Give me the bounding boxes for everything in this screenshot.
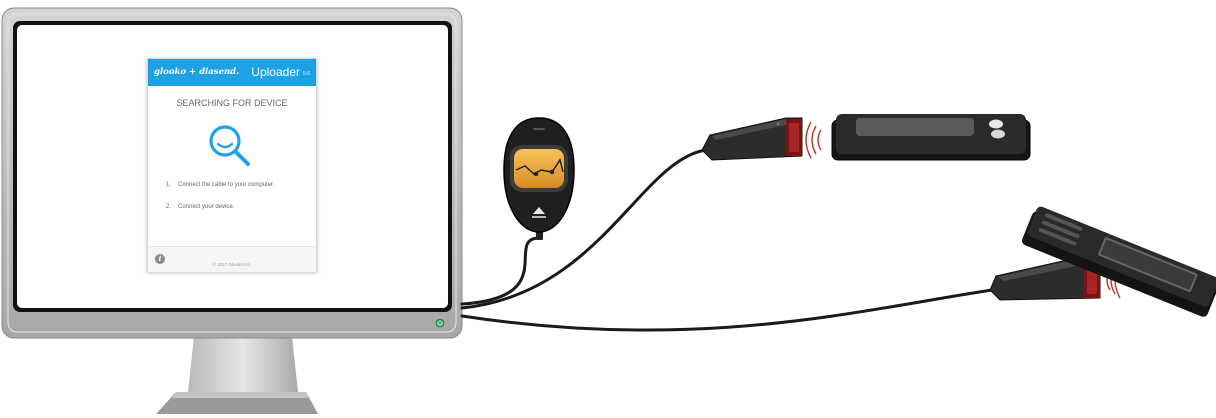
step-number: 2.: [166, 204, 178, 210]
search-icon: [206, 122, 254, 170]
step-number: 1.: [166, 182, 178, 188]
app-footer: i © 2017 Glooko Inc.: [148, 246, 316, 272]
instruction-step: 2.Connect your device.: [166, 204, 234, 210]
app-title: Uploader: [251, 65, 300, 79]
instruction-step: 1.Connect the cable to your computer.: [166, 182, 274, 188]
app-header: glooko + diasend. Uploader 5.6: [148, 59, 316, 86]
signal-waves-icon: [806, 122, 821, 158]
monitor-stand: [156, 336, 318, 414]
brand-logo: glooko + diasend.: [154, 67, 239, 77]
power-icon: [436, 319, 444, 327]
app-version: 5.6: [303, 71, 310, 77]
ir-reader-upper: [702, 118, 802, 160]
uploader-window: glooko + diasend. Uploader 5.6 SEARCHING…: [147, 58, 317, 272]
step-text: Connect your device.: [178, 204, 234, 210]
status-heading: SEARCHING FOR DEVICE: [148, 98, 316, 108]
copyright-text: © 2017 Glooko Inc.: [148, 262, 316, 267]
insulin-pump-device: [832, 114, 1030, 160]
step-text: Connect the cable to your computer.: [178, 182, 274, 188]
tilted-pump-device: [1021, 204, 1216, 318]
glucose-meter-device: [504, 118, 574, 240]
